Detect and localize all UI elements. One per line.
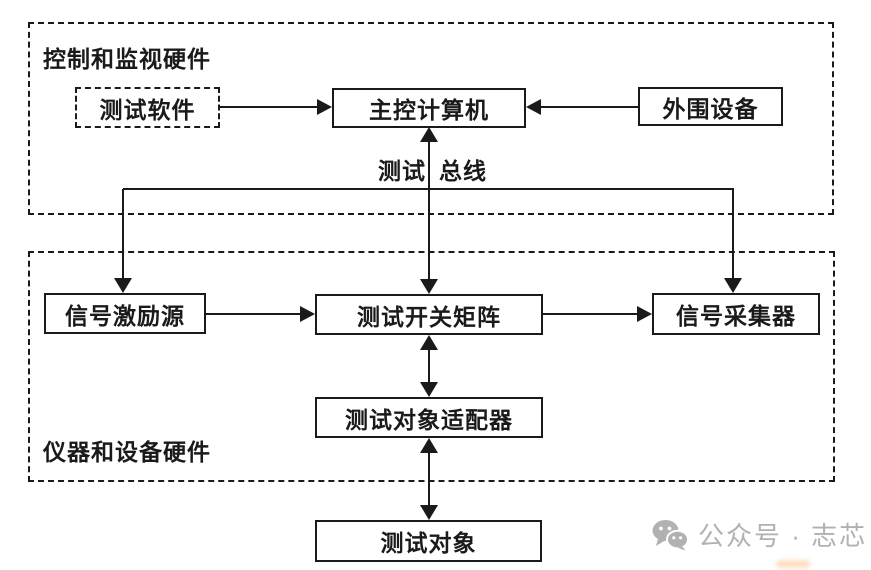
node-test-software-label: 测试软件 [99, 96, 196, 123]
node-adapter: 测试对象适配器 [315, 397, 543, 438]
wechat-icon [652, 519, 689, 551]
edge-matrix-to-adapter [428, 347, 430, 385]
node-dut-label: 测试对象 [380, 530, 477, 556]
group-control-monitor-hardware [28, 22, 834, 215]
node-signal-source: 信号激励源 [44, 293, 206, 334]
arrowhead-up [420, 438, 438, 453]
bus-label-right: 总线 [439, 158, 487, 184]
edge-peripheral-to-computer [539, 106, 638, 108]
node-signal-collector: 信号采集器 [652, 293, 820, 335]
edge-bus-to-collector [732, 189, 734, 281]
node-switch-matrix-label: 测试开关矩阵 [357, 303, 501, 330]
arrowhead-down [420, 382, 438, 397]
group-control-monitor-label: 控制和监视硬件 [43, 46, 211, 72]
arrowhead-left [526, 99, 541, 115]
node-signal-source-label: 信号激励源 [65, 302, 185, 329]
node-switch-matrix: 测试开关矩阵 [315, 294, 543, 335]
group-instrument-label: 仪器和设备硬件 [43, 439, 211, 465]
edge-bus-to-computer [428, 133, 430, 285]
artifact-smudge [776, 560, 810, 568]
arrowhead-down [420, 279, 438, 294]
bus-label-left: 测试 [378, 158, 426, 184]
node-main-computer-label: 主控计算机 [369, 97, 489, 123]
edge-source-to-matrix [206, 313, 302, 315]
arrowhead-up [420, 335, 438, 350]
bus-label: 测试 总线 [378, 152, 487, 186]
watermark: 公众号 · 志芯 [652, 516, 867, 553]
node-signal-collector-label: 信号采集器 [676, 303, 796, 329]
arrowhead-down [420, 505, 438, 520]
arrowhead-right [637, 306, 652, 322]
arrowhead-down [724, 278, 742, 293]
arrowhead-right [300, 306, 315, 322]
node-main-computer: 主控计算机 [332, 88, 526, 128]
node-dut: 测试对象 [315, 520, 542, 562]
node-peripheral-label: 外围设备 [662, 95, 759, 122]
node-peripheral: 外围设备 [638, 87, 783, 126]
edge-matrix-to-collector [543, 313, 639, 315]
arrowhead-down [114, 278, 132, 293]
watermark-text: 公众号 · 志芯 [698, 521, 868, 551]
edge-software-to-computer [220, 106, 319, 108]
group-instrument-hardware [28, 251, 835, 482]
edge-bus-to-source [122, 189, 124, 281]
arrowhead-up [420, 127, 438, 142]
node-adapter-label: 测试对象适配器 [345, 406, 513, 433]
node-test-software: 测试软件 [75, 87, 220, 128]
arrowhead-right [317, 99, 332, 115]
edge-adapter-to-dut [428, 450, 430, 508]
